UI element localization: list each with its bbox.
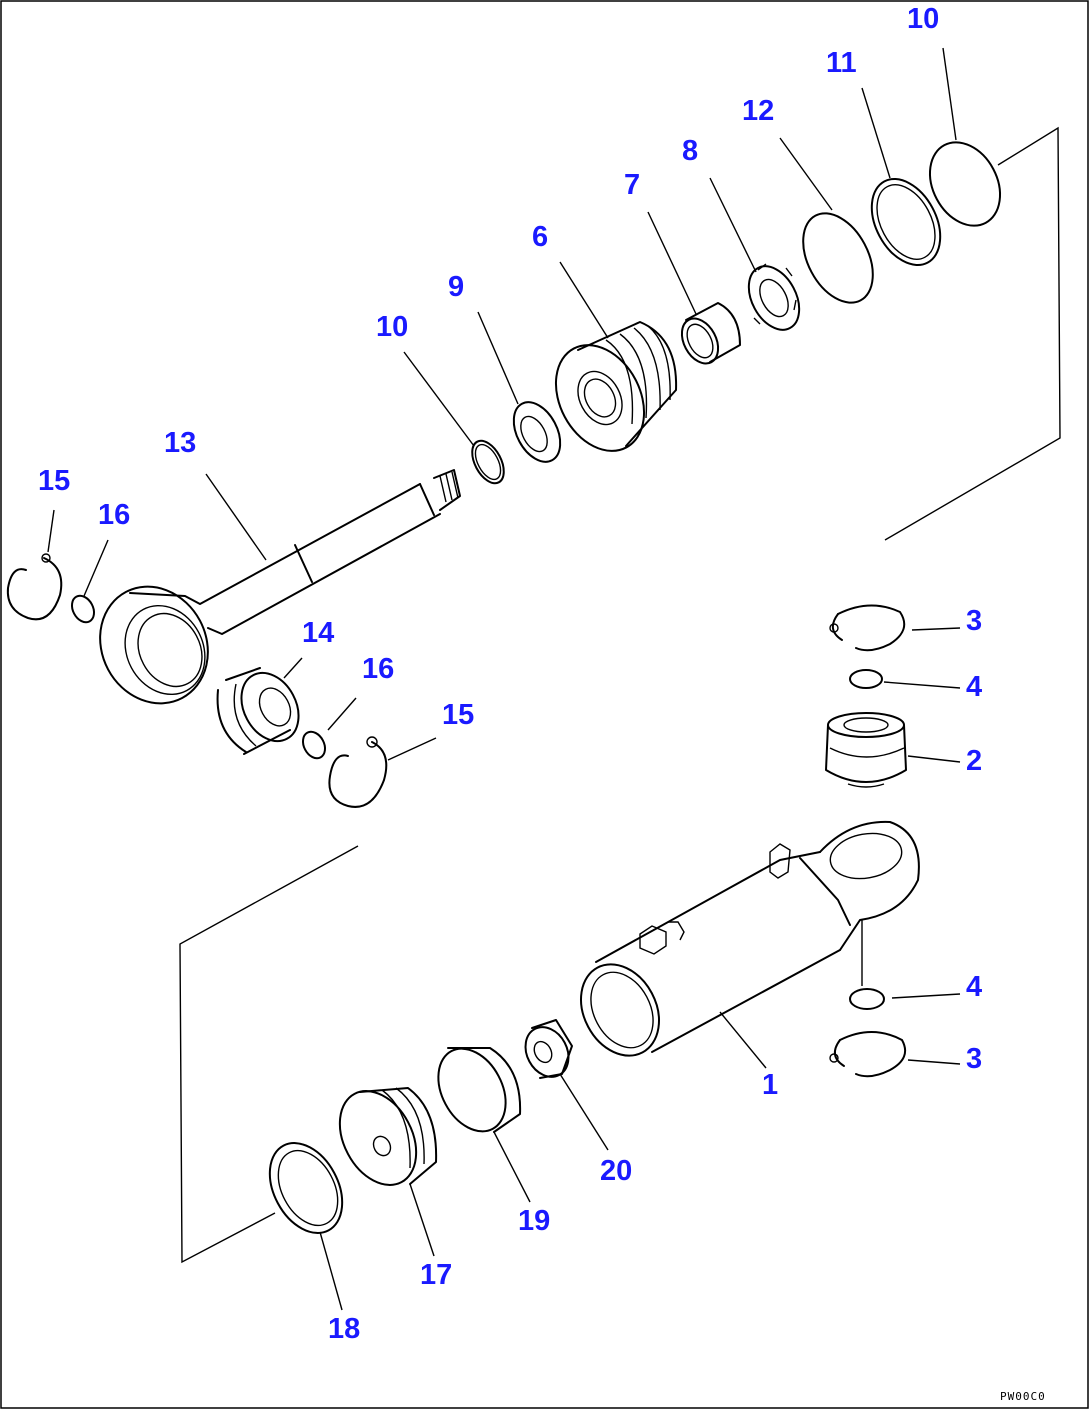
drawing-code: PW00C0 <box>1000 1390 1046 1403</box>
assembly-frame-upper <box>884 126 1061 541</box>
callout-3-lower: 3 <box>966 1043 982 1075</box>
part-17-piston <box>338 1087 438 1186</box>
callout-18: 18 <box>328 1313 360 1345</box>
part-16-seal-upper <box>70 594 96 624</box>
assembly-frame-lower <box>179 845 359 1264</box>
part-19-wear-ring <box>437 1047 522 1133</box>
part-9-snap-ring <box>471 439 505 485</box>
callout-3-upper: 3 <box>966 605 982 637</box>
callout-14: 14 <box>302 617 334 649</box>
callout-1: 1 <box>762 1069 778 1101</box>
callout-17: 17 <box>420 1259 452 1291</box>
callout-15-lower: 15 <box>442 699 474 731</box>
part-3-snap-ring-upper <box>829 604 906 652</box>
part-15-snap-ring-upper <box>6 553 63 621</box>
callout-9: 10 <box>376 311 408 343</box>
part-1-cylinder-body <box>580 820 920 1057</box>
part-3-snap-ring-lower <box>829 1031 906 1078</box>
part-18-seal-ring <box>268 1142 344 1234</box>
part-13-piston-rod <box>99 469 461 705</box>
callout-10: 10 <box>907 3 939 35</box>
callout-4-lower: 4 <box>966 971 982 1003</box>
part-12-o-ring <box>802 212 874 304</box>
part-10-o-ring <box>928 141 1002 227</box>
callout-12: 12 <box>742 95 774 127</box>
part-11-backup-ring <box>870 178 942 266</box>
callout-16-lower: 16 <box>362 653 394 685</box>
callout-5: 6 <box>532 221 548 253</box>
callout-8: 9 <box>448 271 464 303</box>
part-5-cylinder-head <box>554 321 678 452</box>
part-20-nut <box>524 1019 573 1079</box>
part-16-seal-lower <box>301 730 327 760</box>
callout-4-upper: 4 <box>966 671 982 703</box>
leader-lines <box>47 47 961 1311</box>
part-6-bushing <box>680 302 741 365</box>
callout-13: 13 <box>164 427 196 459</box>
callout-16-upper: 16 <box>98 499 130 531</box>
part-7-nut <box>747 263 801 331</box>
part-15-snap-ring-lower <box>328 736 388 808</box>
part-8-seal <box>512 401 562 463</box>
part-2-bearing <box>825 712 907 788</box>
callout-6: 7 <box>624 169 640 201</box>
callout-20: 20 <box>600 1155 632 1187</box>
callout-11: 11 <box>826 47 857 79</box>
callout-7: 8 <box>682 135 698 167</box>
part-4-seal-lower <box>849 988 885 1010</box>
callout-19: 19 <box>518 1205 550 1237</box>
callout-15-upper: 15 <box>38 465 70 497</box>
part-4-seal-upper <box>849 669 883 689</box>
part-14-bearing <box>216 667 300 755</box>
callout-2: 2 <box>966 745 982 777</box>
